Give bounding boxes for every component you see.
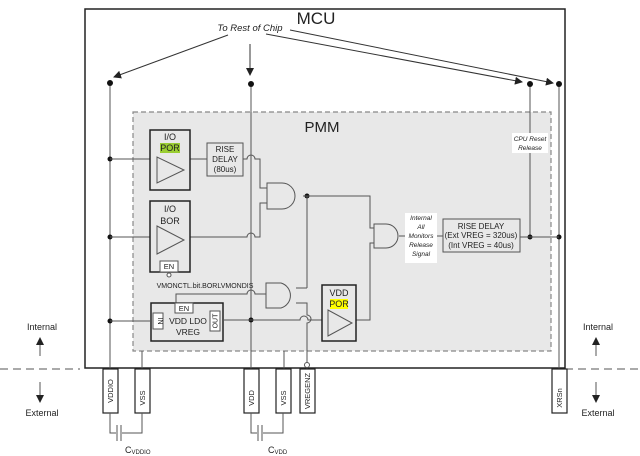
capacitor-vddio-label: CVDDIO (125, 445, 151, 456)
svg-text:POR: POR (329, 299, 349, 309)
io-por-block: I/O POR (149, 129, 191, 191)
capacitor-vddio (109, 413, 143, 441)
svg-text:All: All (416, 224, 425, 231)
svg-text:RISE DELAY: RISE DELAY (458, 222, 505, 231)
pin-vss-1: VSS (134, 368, 151, 414)
svg-text:(Ext VREG = 320us): (Ext VREG = 320us) (445, 231, 518, 240)
svg-text:BOR: BOR (160, 216, 180, 226)
and-gate-1 (266, 182, 296, 210)
bor-disable-label: VMONCTL.bit.BORLVMONDIS (157, 283, 254, 290)
svg-text:EN: EN (179, 304, 189, 313)
capacitor-vdd-label: CVDD (268, 445, 288, 456)
svg-text:VSS: VSS (279, 390, 288, 405)
svg-text:I/O: I/O (164, 132, 176, 142)
svg-text:XRSn: XRSn (555, 388, 564, 408)
external-label-right: External (581, 408, 614, 418)
pin-vregenz: VREGENZ (299, 368, 316, 414)
svg-text:CPU Reset: CPU Reset (514, 136, 548, 143)
vdd-ldo-vreg-block: EN IN OUT VDD LDO VREG (150, 302, 224, 342)
svg-text:VDD: VDD (329, 288, 349, 298)
external-label-left: External (25, 408, 58, 418)
svg-text:OUT: OUT (213, 313, 220, 329)
and-gate-final (373, 223, 399, 249)
svg-text:POR: POR (160, 143, 180, 153)
svg-text:EN: EN (164, 262, 174, 271)
internal-label-right: Internal (583, 322, 613, 332)
io-bor-block: I/O BOR EN VMONCTL.bit.BORLVMONDIS (149, 200, 254, 290)
mcu-title: MCU (297, 9, 336, 28)
rise-delay-vreg-block: RISE DELAY (Ext VREG = 320us) (Int VREG … (442, 218, 521, 253)
pmm-title: PMM (305, 119, 340, 136)
svg-text:(Int VREG = 40us): (Int VREG = 40us) (448, 241, 514, 250)
svg-text:VDD: VDD (247, 390, 256, 406)
svg-text:Signal: Signal (412, 251, 431, 258)
svg-text:VDDIO: VDDIO (106, 379, 115, 403)
pin-xrsn: XRSn (551, 368, 568, 414)
svg-text:IN: IN (156, 318, 163, 325)
rise-delay-80us-block: RISE DELAY (80us) (206, 142, 244, 177)
svg-text:VSS: VSS (138, 390, 147, 405)
svg-text:I/O: I/O (164, 204, 176, 214)
svg-text:Release: Release (409, 242, 433, 249)
pin-vss-2: VSS (275, 368, 292, 414)
pin-vddio: VDDIO (102, 368, 119, 414)
svg-text:VDD LDO: VDD LDO (169, 316, 207, 326)
internal-label-left: Internal (27, 322, 57, 332)
arrow-to-cpu-reset (265, 33, 523, 85)
arrow-to-vddio (113, 34, 229, 79)
svg-text:Internal: Internal (410, 215, 432, 222)
svg-text:Release: Release (518, 145, 542, 152)
internal-release-label: Internal All Monitors Release Signal (409, 215, 435, 258)
svg-text:RISE: RISE (216, 145, 235, 154)
arrow-to-xrsn (289, 29, 554, 86)
svg-text:VREG: VREG (176, 327, 200, 337)
to-rest-of-chip-label: To Rest of Chip (217, 23, 282, 34)
svg-text:VREGENZ: VREGENZ (303, 372, 312, 409)
vdd-por-block: VDD POR (321, 284, 357, 342)
pin-vdd: VDD (243, 368, 260, 414)
svg-text:DELAY: DELAY (212, 155, 238, 164)
svg-text:Monitors: Monitors (409, 233, 435, 240)
cpu-reset-release-label: CPU Reset Release (514, 136, 548, 152)
and-gate-2 (265, 282, 291, 309)
svg-text:(80us): (80us) (214, 165, 237, 174)
capacitor-vdd (250, 413, 284, 441)
